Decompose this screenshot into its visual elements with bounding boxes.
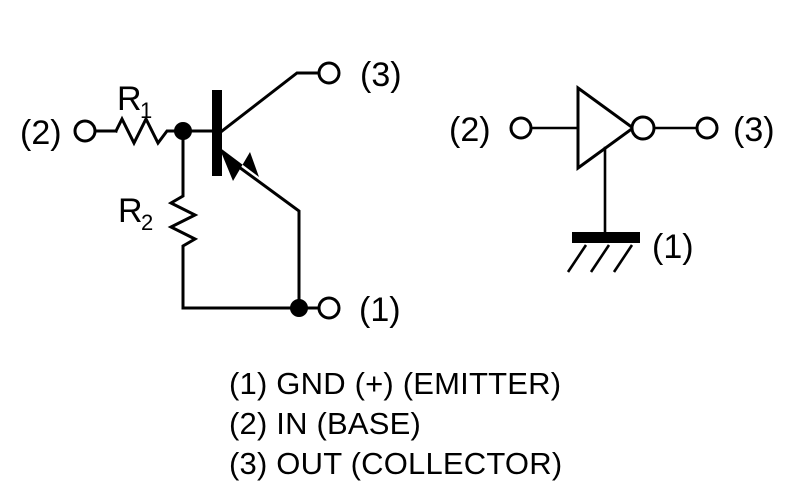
pin-legend: (1) GND (+) (EMITTER) (2) IN (BASE) (3) … bbox=[229, 366, 562, 481]
resistor-r1-subscript: 1 bbox=[140, 98, 152, 123]
transistor-output-pin-label: (3) bbox=[360, 56, 402, 94]
ground-bar-icon bbox=[572, 232, 640, 243]
transistor-input-pin-label: (2) bbox=[20, 114, 62, 152]
gate-input-terminal-node[interactable] bbox=[509, 116, 533, 140]
resistor-r1-label: R bbox=[117, 80, 142, 118]
gate-input-pin-label: (2) bbox=[449, 111, 491, 149]
gate-output-pin-label: (3) bbox=[733, 111, 775, 149]
transistor-ground-pin-label: (1) bbox=[359, 291, 401, 329]
gate-output-terminal-node[interactable] bbox=[695, 116, 719, 140]
legend-line-2: (2) IN (BASE) bbox=[229, 406, 421, 441]
wire-r2-to-ground-rail bbox=[181, 248, 301, 310]
legend-line-1: (1) GND (+) (EMITTER) bbox=[229, 366, 561, 401]
resistor-r1-symbol bbox=[113, 115, 174, 147]
wire-emitter-to-ground-rail bbox=[225, 156, 301, 310]
transistor-ground-terminal-node[interactable] bbox=[317, 296, 341, 320]
gate-ground-pin-label: (1) bbox=[652, 228, 694, 266]
emitter-arrow-head bbox=[219, 147, 259, 181]
transistor-output-terminal-node[interactable] bbox=[317, 61, 341, 85]
inversion-bubble-icon bbox=[630, 115, 656, 141]
ground-hatch-icon bbox=[566, 244, 634, 273]
resistor-r2-symbol bbox=[167, 188, 199, 254]
discrete-transistor-inverter: (2) R 1 R 2 (3) bbox=[20, 56, 402, 329]
transistor-base-bar bbox=[212, 90, 222, 176]
resistor-r2-subscript: 2 bbox=[141, 210, 153, 235]
wire-collector-to-output bbox=[219, 71, 320, 134]
resistor-r2-label: R bbox=[118, 192, 143, 230]
inverter-gate-symbol: (2) (3) (1) bbox=[449, 85, 775, 273]
legend-line-3: (3) OUT (COLLECTOR) bbox=[229, 446, 562, 481]
transistor-input-terminal-node[interactable] bbox=[73, 119, 97, 143]
